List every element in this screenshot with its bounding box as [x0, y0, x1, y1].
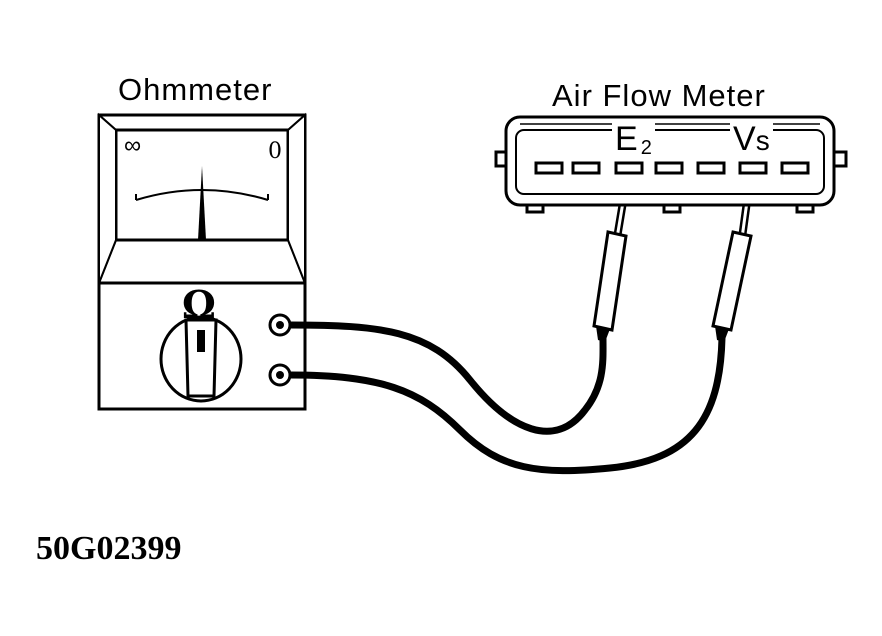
air-flow-meter-title: Air Flow Meter	[552, 78, 766, 113]
range-selector-pointer	[184, 318, 218, 398]
pin-2	[571, 161, 601, 175]
ohmmeter-title: Ohmmeter	[118, 72, 273, 107]
test-leads	[289, 321, 726, 475]
connector-pins	[534, 161, 810, 175]
scale-zero-label: 0	[268, 139, 282, 164]
test-lead-e2	[289, 321, 607, 435]
pin-4	[654, 161, 684, 175]
terminal-e2-main: E	[615, 120, 638, 158]
figure-code: 50G02399	[36, 530, 182, 567]
pin-e2[interactable]	[614, 161, 644, 175]
terminal-vs-label: Vs	[730, 122, 773, 156]
pin-5	[696, 161, 726, 175]
terminal-vs-subscript: s	[755, 125, 770, 156]
ohmmeter-needle	[198, 166, 206, 240]
air-flow-meter-connector	[494, 115, 848, 214]
positive-terminal[interactable]	[268, 313, 292, 337]
terminal-vs-main: V	[733, 120, 756, 158]
ohm-range-symbol: Ω	[182, 282, 216, 327]
negative-terminal[interactable]	[268, 363, 292, 387]
pin-vs[interactable]	[738, 161, 768, 175]
pin-7	[780, 161, 810, 175]
test-lead-vs	[289, 337, 726, 475]
scale-infinity-label: ∞	[124, 132, 142, 159]
ohmmeter	[97, 112, 307, 411]
pin-1	[534, 161, 564, 175]
terminal-e2-subscript: 2	[640, 137, 652, 159]
